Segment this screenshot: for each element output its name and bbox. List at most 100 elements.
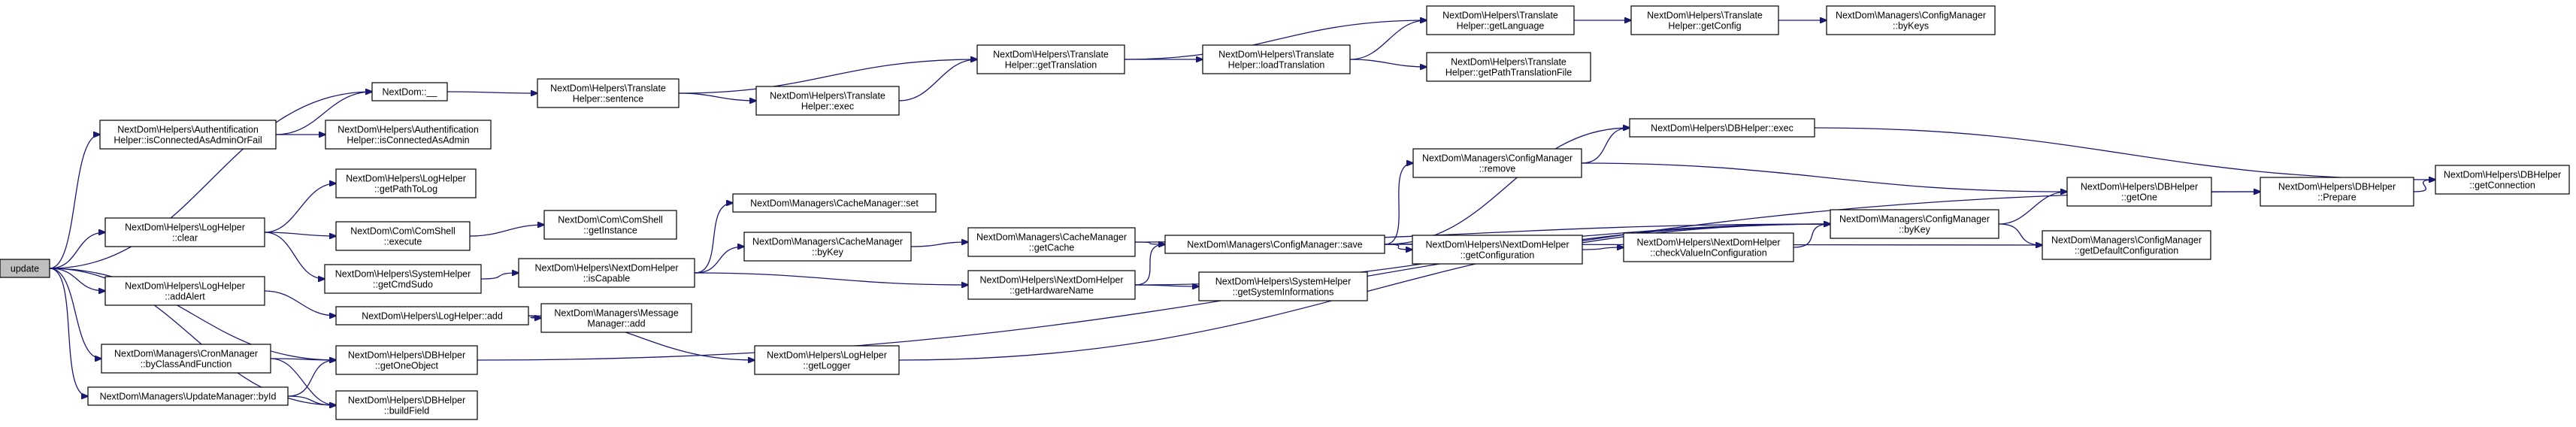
node-lhadd[interactable]: NextDom\Helpers\LogHelper::add [335,306,529,326]
edge-nhhw-to-cmsave [1134,244,1165,286]
node-cmbykey[interactable]: NextDom\Managers\ConfigManager::byKey [1830,209,1999,239]
node-lhpath[interactable]: NextDom\Helpers\LogHelper::getPathToLog [335,168,477,198]
node-label-line: Helper::getConfig [1668,21,1741,32]
node-cmbykey2[interactable]: NextDom\Managers\CacheManager::byKey [743,232,912,262]
node-nhcheck[interactable]: NextDom\Helpers\NextDomHelper::checkValu… [1623,232,1794,262]
edge-cshexec-to-cshinst [469,225,544,237]
edge-line [287,360,336,397]
node-label-line: Manager::add [587,319,645,329]
node-label-line: NextDom\Helpers\DBHelper [2444,170,2561,180]
node-label-line: ::byKey [812,247,843,258]
node-box [99,120,277,150]
edge-line [49,268,336,360]
node-nhcap[interactable]: NextDom\Helpers\NextDomHelper::isCapable [518,258,695,288]
node-label-line: ::execute [384,237,422,247]
node-cmdefault[interactable]: NextDom\Managers\ConfigManager::getDefau… [2042,230,2211,260]
node-thgettr[interactable]: NextDom\Helpers\TranslateHelper::getTran… [976,44,1125,74]
node-label-line: ::getSystemInformations [1233,287,1334,298]
node-label-line: NextDom\Managers\CronManager [114,349,258,359]
edge-line [264,183,336,233]
node-thconf[interactable]: NextDom\Helpers\TranslateHelper::getConf… [1630,5,1779,35]
edge-line [1581,128,1630,164]
edge-line [270,358,336,405]
node-label-line: NextDom\Managers\ConfigManager [1836,11,1986,21]
node-getoneobj[interactable]: NextDom\Helpers\DBHelper::getOneObject [335,345,478,375]
edge-cmbykey2-to-ncm [910,242,968,247]
node-label-line: NextDom\Com\ComShell [558,215,663,226]
node-label-line: NextDom\Managers\ConfigManager::save [1187,240,1362,250]
edge-lhclear-to-lhpath [264,183,336,233]
edge-line [49,268,101,359]
node-label-line: NextDom\Helpers\Translate [1647,11,1763,21]
node-label-line: NextDom::__ [383,87,438,98]
node-getone[interactable]: NextDom\Helpers\DBHelper::getOne [2066,177,2212,207]
node-box [1426,5,1575,35]
node-dbexec[interactable]: NextDom\Helpers\DBHelper::exec [1629,118,1815,138]
node-label-line: NextDom\Managers\CacheManager [976,232,1127,243]
edge-line [287,395,336,405]
node-label-line: NextDom\Helpers\LogHelper [125,281,245,292]
edge-line [1998,192,2067,225]
node-getconn[interactable]: NextDom\Helpers\DBHelper::getConnection [2435,165,2570,195]
node-lhaddalert[interactable]: NextDom\Helpers\LogHelper::addAlert [104,276,265,306]
node-umbyid[interactable]: NextDom\Managers\UpdateManager::byId [87,386,289,406]
edge-cmremove-to-dbexec [1581,128,1630,164]
node-nd__[interactable]: NextDom::__ [371,82,448,101]
node-lhlogger[interactable]: NextDom\Helpers\LogHelper::getLogger [754,345,900,375]
edge-line [49,135,100,269]
node-box [2042,230,2211,260]
node-label-line: NextDom\Helpers\SystemHelper [335,269,471,280]
node-box [335,390,478,420]
node-label-line: Helper::getPathTranslationFile [1445,68,1572,78]
node-label-line: Helper::exec [801,101,854,112]
node-auth[interactable]: NextDom\Helpers\AuthentificationHelper::… [99,120,277,150]
node-cmremove[interactable]: NextDom\Managers\ConfigManager::remove [1412,148,1582,178]
node-label-line: NextDom\Managers\ConfigManager [1422,153,1573,164]
node-cmset[interactable]: NextDom\Managers\CacheManager::set [732,193,937,213]
node-label-line: update [11,264,39,274]
node-label-line: ::getCmdSudo [373,280,433,290]
edge-thexec-to-thgettr [898,59,977,101]
edge-nhcap-to-cmbykey2 [694,247,744,274]
node-buildfield[interactable]: NextDom\Helpers\DBHelper::buildField [335,390,478,420]
node-box [732,193,937,213]
edge-cmremove-to-getone [1581,162,2067,192]
node-cshexec[interactable]: NextDom\Com\ComShell::execute [335,221,471,251]
node-ncm[interactable]: NextDom\Managers\CacheManager::getCache [967,227,1136,257]
node-lhclear[interactable]: NextDom\Helpers\LogHelper::clear [104,217,265,247]
edge-line [469,225,544,237]
node-thpath[interactable]: NextDom\Helpers\TranslateHelper::getPath… [1426,52,1591,82]
node-label-line: NextDom\Helpers\NextDomHelper [1425,240,1569,250]
node-box [1826,5,1996,35]
node-nhgetconf[interactable]: NextDom\Helpers\NextDomHelper::getConfig… [1412,235,1583,265]
node-label-line: NextDom\Helpers\LogHelper [346,174,466,184]
node-authadmin[interactable]: NextDom\Helpers\AuthentificationHelper::… [325,120,492,150]
node-cron[interactable]: NextDom\Managers\CronManager::byClassAnd… [101,344,271,374]
node-box [976,44,1125,74]
edge-line [49,92,372,269]
edge-thload-to-thlang [1349,20,1427,60]
edge-line [480,273,519,280]
node-label-line: NextDom\Helpers\Translate [1451,57,1566,68]
node-thload[interactable]: NextDom\Helpers\TranslateHelper::loadTra… [1202,44,1351,74]
node-thsent[interactable]: NextDom\Helpers\TranslateHelper::sentenc… [537,78,680,108]
node-label-line: ::getDefaultConfiguration [2075,246,2178,256]
edge-cmbykey-to-getone [1998,192,2067,225]
node-thlang[interactable]: NextDom\Helpers\TranslateHelper::getLang… [1426,5,1575,35]
node-nhhw[interactable]: NextDom\Helpers\NextDomHelper::getHardwa… [967,270,1136,300]
node-shsys[interactable]: NextDom\Helpers\SystemHelper::getSystemI… [1198,271,1368,301]
node-cmbykeys[interactable]: NextDom\Managers\ConfigManager::byKeys [1826,5,1996,35]
node-box [967,227,1136,257]
edge-cron-to-buildfield [270,358,336,405]
node-prepare[interactable]: NextDom\Helpers\DBHelper::Prepare [2260,177,2414,207]
node-label-line: NextDom\Helpers\Translate [993,50,1109,60]
edge-thsent-to-thexec [678,92,756,101]
node-box [325,120,492,150]
node-update[interactable]: update [0,259,50,278]
node-box [543,210,677,240]
node-cshinst[interactable]: NextDom\Com\ComShell::getInstance [543,210,677,240]
node-shsudo[interactable]: NextDom\Helpers\SystemHelper::getCmdSudo [324,264,482,294]
node-cmsave[interactable]: NextDom\Managers\ConfigManager::save [1164,235,1385,254]
